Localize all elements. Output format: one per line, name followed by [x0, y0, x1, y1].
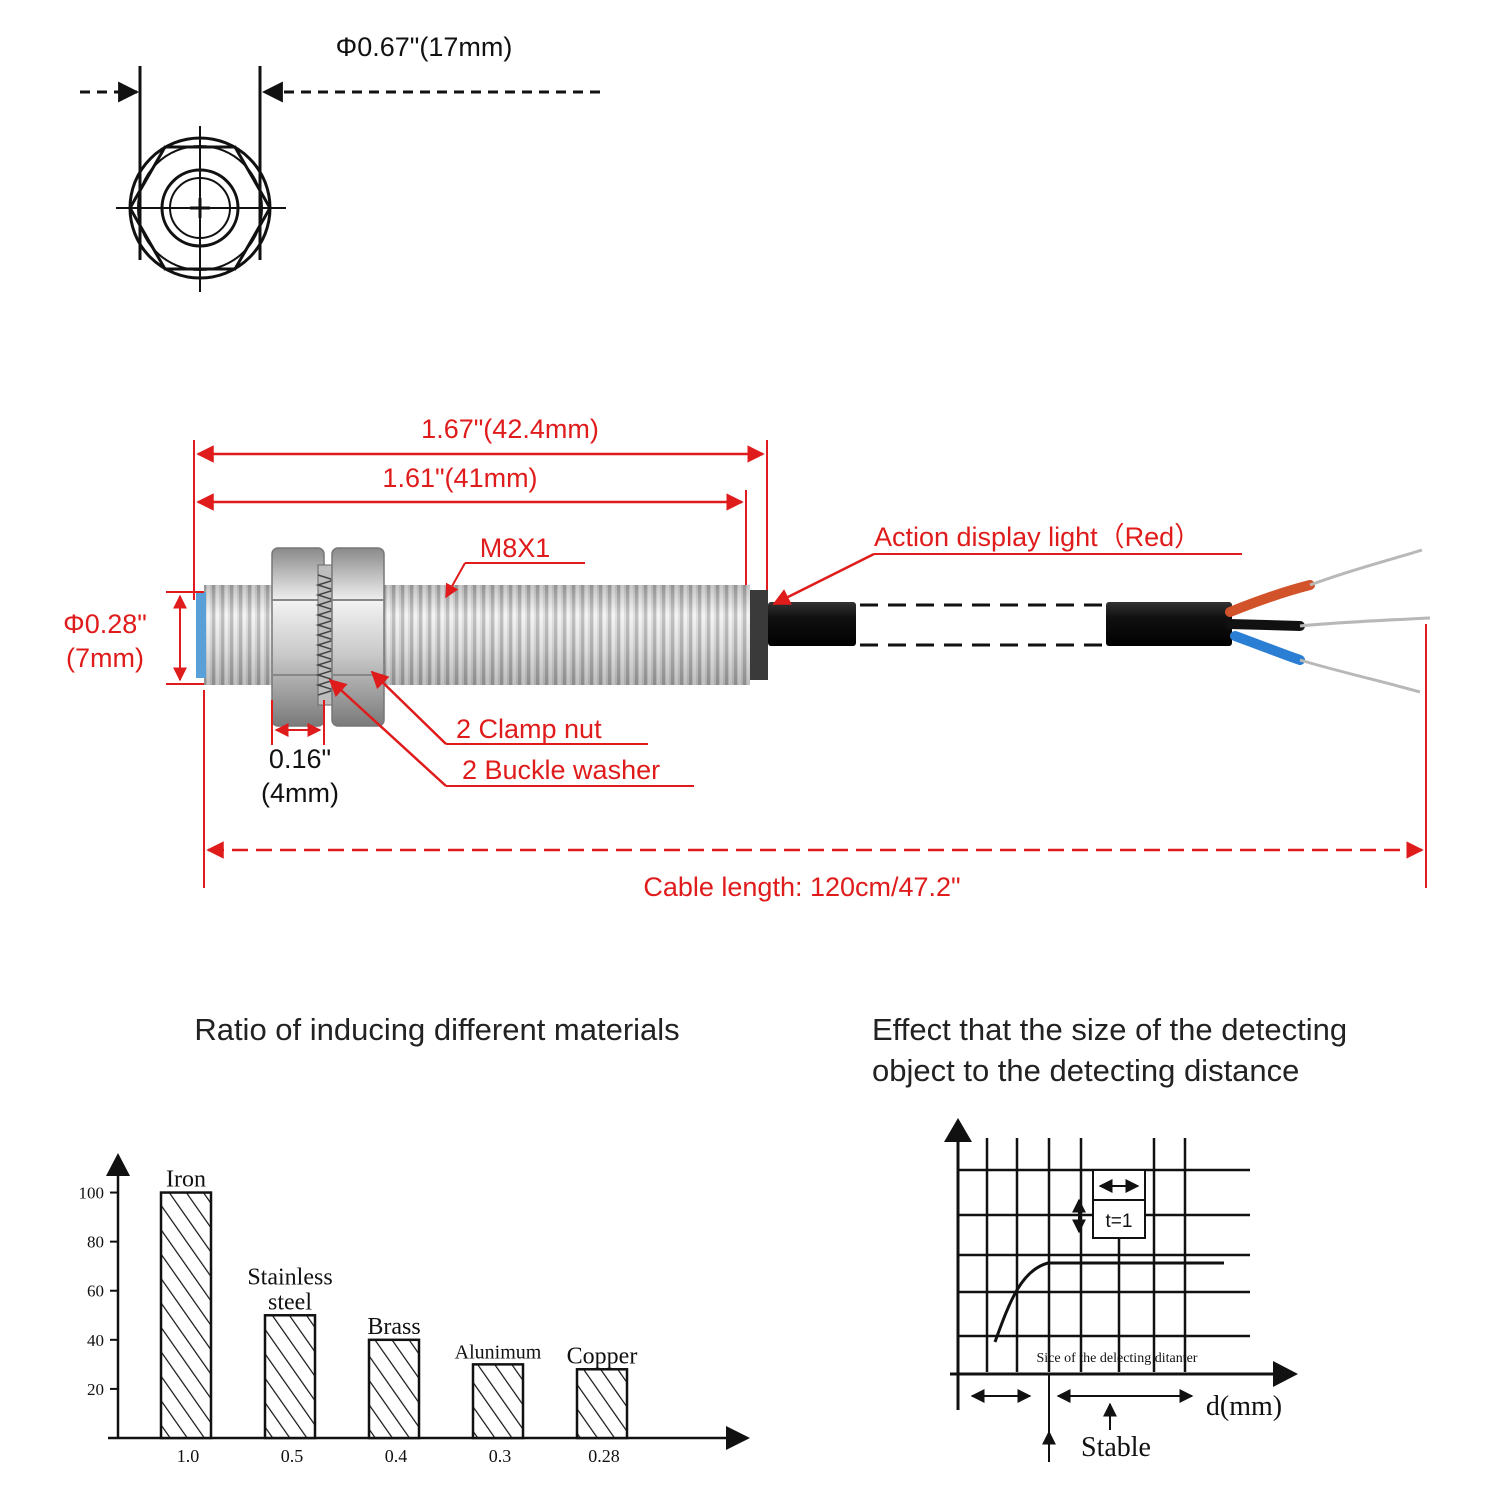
distance-chart: Effect that the size of the detecting ob…: [872, 1012, 1347, 1463]
thread-leader: [445, 562, 466, 599]
bar-category-label: Iron: [166, 1167, 206, 1193]
bar-ratio-label: 0.5: [281, 1446, 304, 1466]
clamp-nut-left: [271, 547, 325, 727]
y-tick-label: 80: [87, 1233, 104, 1252]
materials-chart: Ratio of inducing different materials 20…: [79, 1012, 750, 1466]
bar-category-label: Brass: [367, 1314, 420, 1340]
bar-ratio-label: 1.0: [177, 1446, 200, 1466]
cable-near: [768, 602, 856, 646]
side-view: 1.67"(42.4mm) 1.61"(41mm): [63, 414, 1431, 902]
wire-brown-strand: [1309, 548, 1423, 587]
buckle-washer-leader: [328, 678, 447, 787]
nut-width-label-2: (4mm): [261, 778, 339, 808]
wire-blue-strand: [1299, 658, 1421, 694]
cable-far: [1106, 602, 1232, 646]
head-diameter-label-1: Φ0.28": [63, 609, 147, 639]
bar-ratio-label: 0.3: [489, 1446, 512, 1466]
bar-iron: [159, 1191, 213, 1440]
bar-stainless-steel: [263, 1314, 317, 1440]
curve-label: Sice of the delecting ditanter: [1037, 1351, 1198, 1366]
action-light-leader: [772, 552, 875, 606]
bar-category-label: Copper: [567, 1343, 638, 1369]
y-ticks: 20 40 60 80 100: [79, 1184, 118, 1399]
cable-length-label: Cable length: 120cm/47.2": [643, 872, 960, 902]
top-diameter-label: Φ0.67"(17mm): [336, 32, 513, 62]
wire-blue: [1230, 631, 1305, 665]
buckle-washer-label: 2 Buckle washer: [462, 755, 660, 785]
bar-ratio-label: 0.28: [588, 1446, 620, 1466]
wire-black-strand: [1299, 616, 1431, 628]
bar-copper: [575, 1368, 629, 1440]
bar-category-label: Stainless: [247, 1264, 332, 1290]
top-view: Φ0.67"(17mm): [80, 32, 600, 292]
bar-category-label: steel: [268, 1289, 312, 1315]
stable-label: Stable: [1081, 1432, 1151, 1463]
nut-width-label-1: 0.16": [269, 744, 331, 774]
distance-chart-title-1: Effect that the size of the detecting: [872, 1012, 1347, 1047]
bar-category-label: Alunimum: [455, 1341, 542, 1363]
thread-spec-label: M8X1: [480, 533, 551, 563]
head-diameter-label-2: (7mm): [66, 643, 144, 673]
marker-label: t=1: [1106, 1211, 1133, 1232]
materials-chart-title: Ratio of inducing different materials: [194, 1012, 679, 1047]
distance-curve: [993, 1261, 1224, 1343]
bar-alunimum: [471, 1363, 525, 1440]
clamp-nut-label: 2 Clamp nut: [456, 714, 602, 744]
thread-length-label: 1.61"(41mm): [382, 463, 537, 493]
bar-ratio-label: 0.4: [385, 1446, 408, 1466]
wire-brown: [1225, 580, 1315, 617]
y-tick-label: 40: [87, 1331, 104, 1350]
action-light-label: Action display light（Red）: [874, 522, 1201, 552]
y-tick-label: 20: [87, 1380, 104, 1399]
y-tick-label: 60: [87, 1282, 104, 1301]
wire-black: [1225, 619, 1305, 631]
x-axis-label: d(mm): [1206, 1391, 1282, 1422]
clamp-nut-leader: [370, 670, 447, 745]
y-tick-label: 100: [79, 1184, 105, 1203]
bar-brass: [367, 1338, 421, 1440]
total-length-label: 1.67"(42.4mm): [421, 414, 599, 444]
distance-chart-title-2: object to the detecting distance: [872, 1053, 1299, 1088]
action-light: [750, 590, 768, 680]
sensing-face: [196, 592, 206, 678]
clamp-nut-right: [331, 547, 385, 727]
